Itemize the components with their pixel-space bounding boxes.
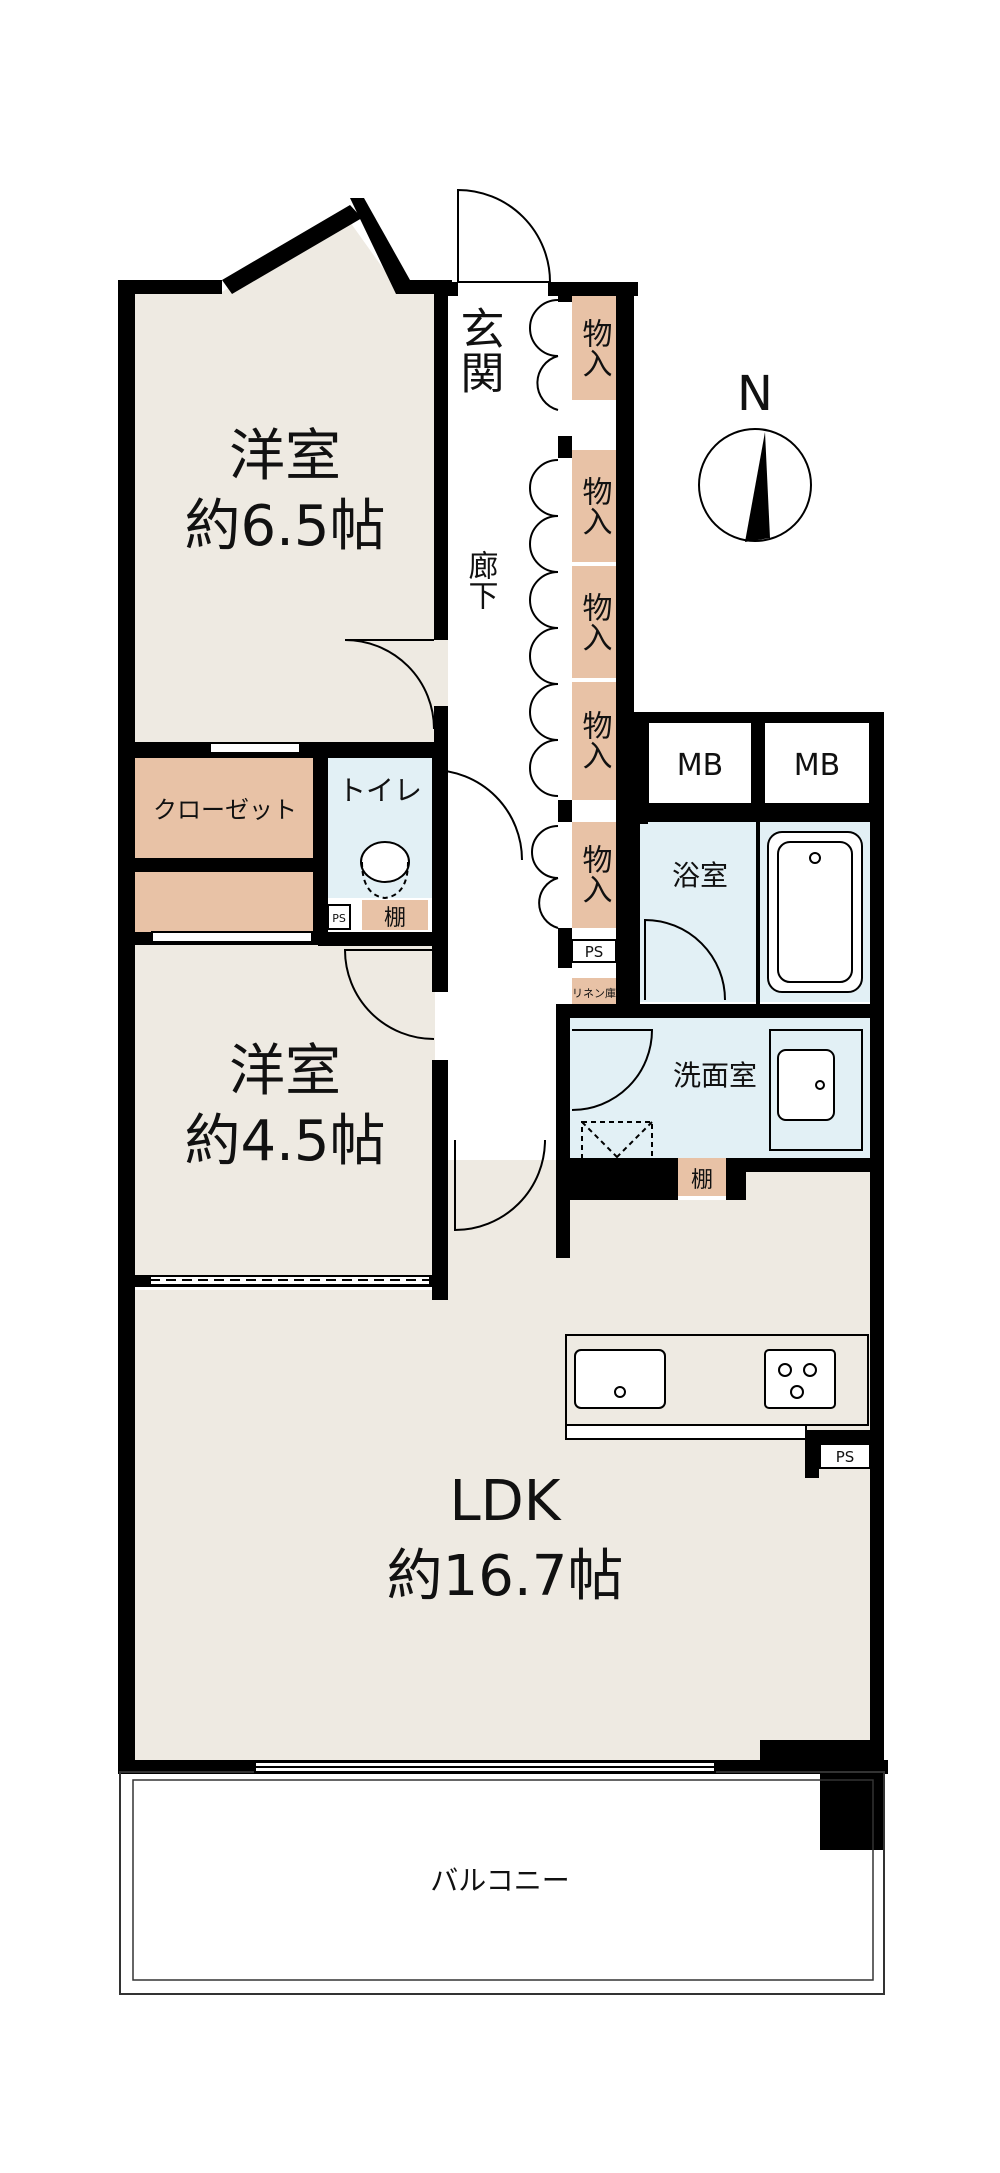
ldk-door [454, 1139, 546, 1232]
kitchen-sink [574, 1349, 666, 1409]
toilet-label: トイレ [338, 774, 422, 807]
closet-label: クローゼット [153, 796, 297, 824]
western-room-1-size: 約6.5帖 [184, 494, 385, 559]
ldk-name: LDK [449, 1469, 561, 1534]
closet-floor-2 [135, 872, 313, 932]
entrance-door [457, 188, 551, 283]
western-room-1-floor [130, 215, 448, 742]
compass-circle [698, 428, 812, 542]
storage-3 [572, 566, 616, 678]
storage-5 [572, 822, 616, 928]
storage-1 [572, 296, 616, 400]
ps-box-1 [571, 939, 617, 963]
labels: 洋室 約6.5帖 洋室 約4.5帖 LDK 約16.7帖 玄関 廊下 トイレ ク… [153, 306, 854, 1897]
compass: N [698, 366, 812, 542]
hallway-floor [448, 410, 558, 1140]
storage-label-3: 物入 [577, 592, 613, 652]
doors [343, 188, 726, 1232]
shelf-toilet [362, 900, 428, 930]
hallway-label: 廊下 [463, 550, 499, 610]
ps-label-2: PS [332, 912, 346, 925]
mb-label-1: MB [677, 748, 723, 783]
bath-label: 浴室 [672, 859, 728, 892]
balcony-floor [135, 1780, 885, 1980]
closet-floor [135, 758, 313, 858]
fixtures [327, 721, 871, 1469]
closet-door [209, 742, 301, 754]
mb-box-1 [647, 721, 753, 805]
storage-units [362, 296, 726, 1196]
shelf-washroom [678, 1158, 726, 1196]
mb-label-2: MB [794, 748, 840, 783]
storage-label-5: 物入 [577, 844, 613, 904]
entrance-label: 玄関 [453, 306, 504, 394]
washroom-label: 洗面室 [673, 1059, 757, 1092]
linen-label: リネン庫 [572, 986, 616, 1000]
ldk-floor [135, 1160, 870, 1760]
ps-box-3 [819, 1443, 871, 1469]
stove [764, 1349, 836, 1409]
floors [130, 215, 885, 1980]
ps-label-3: PS [836, 1448, 855, 1466]
storage-label-1: 物入 [577, 318, 613, 378]
balcony-inner [132, 1779, 874, 1981]
toilet-door [431, 769, 523, 861]
storage-label-2: 物入 [577, 476, 613, 536]
ldk-size: 約16.7帖 [387, 1544, 624, 1609]
bath-door [644, 918, 726, 1001]
laundry-pan [581, 1121, 653, 1193]
ps-box-2 [327, 904, 351, 930]
wash-basin [769, 1029, 863, 1151]
western-room-2-name: 洋室 [229, 1039, 341, 1104]
windows [149, 742, 716, 1773]
shelf-label-toilet: 棚 [384, 906, 406, 931]
mb-box-2 [763, 721, 871, 805]
western-room-2-size: 約4.5帖 [184, 1109, 385, 1174]
balcony-label: バルコニー [430, 1864, 569, 1897]
storage-label-4: 物入 [577, 710, 613, 770]
western-room-2-floor [135, 945, 435, 1275]
linen-storage [572, 978, 616, 1004]
compass-needle-icon [745, 432, 770, 542]
washroom-door [571, 1029, 654, 1111]
room1-door [344, 639, 435, 730]
closet-door-2 [151, 931, 313, 943]
compass-label: N [737, 366, 773, 422]
storage-4 [572, 682, 616, 800]
storage-2 [572, 450, 616, 562]
western-room-1-name: 洋室 [229, 424, 341, 489]
toilet-bowl [360, 841, 410, 883]
ps-label-1: PS [585, 943, 604, 961]
shelf-label-washroom: 棚 [691, 1168, 713, 1193]
room2-door [343, 949, 435, 1040]
